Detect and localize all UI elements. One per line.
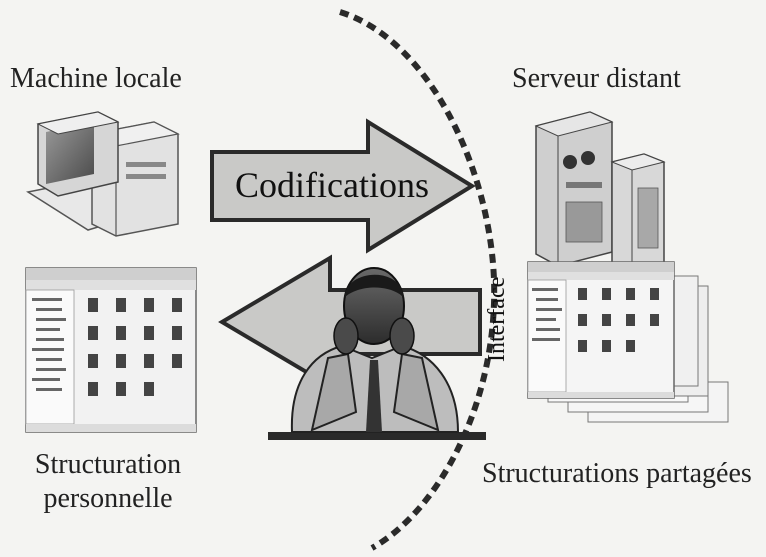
desktop-computer-icon: [26, 111, 180, 237]
remote-server-label: Serveur distant: [512, 63, 681, 94]
codifications-arrow: Codifications: [210, 118, 476, 254]
personal-structuring-line2: personnelle: [43, 483, 173, 514]
personal-structuring-line1: Structuration: [34, 449, 182, 480]
worried-person-icon: [268, 267, 486, 440]
file-explorer-window-icon: [25, 267, 197, 433]
stacked-explorer-windows-icon: [527, 261, 729, 423]
codifications-label: Codifications: [235, 165, 429, 205]
interface-dashed-curve: [339, 9, 498, 551]
interface-label: Interface: [484, 277, 510, 362]
server-cabinet-icon: [534, 111, 666, 271]
personal-structuring-label: Structuration personnelle: [28, 448, 188, 516]
local-machine-label: Machine locale: [10, 63, 182, 94]
shared-structurings-label: Structurations partagées: [482, 458, 752, 489]
